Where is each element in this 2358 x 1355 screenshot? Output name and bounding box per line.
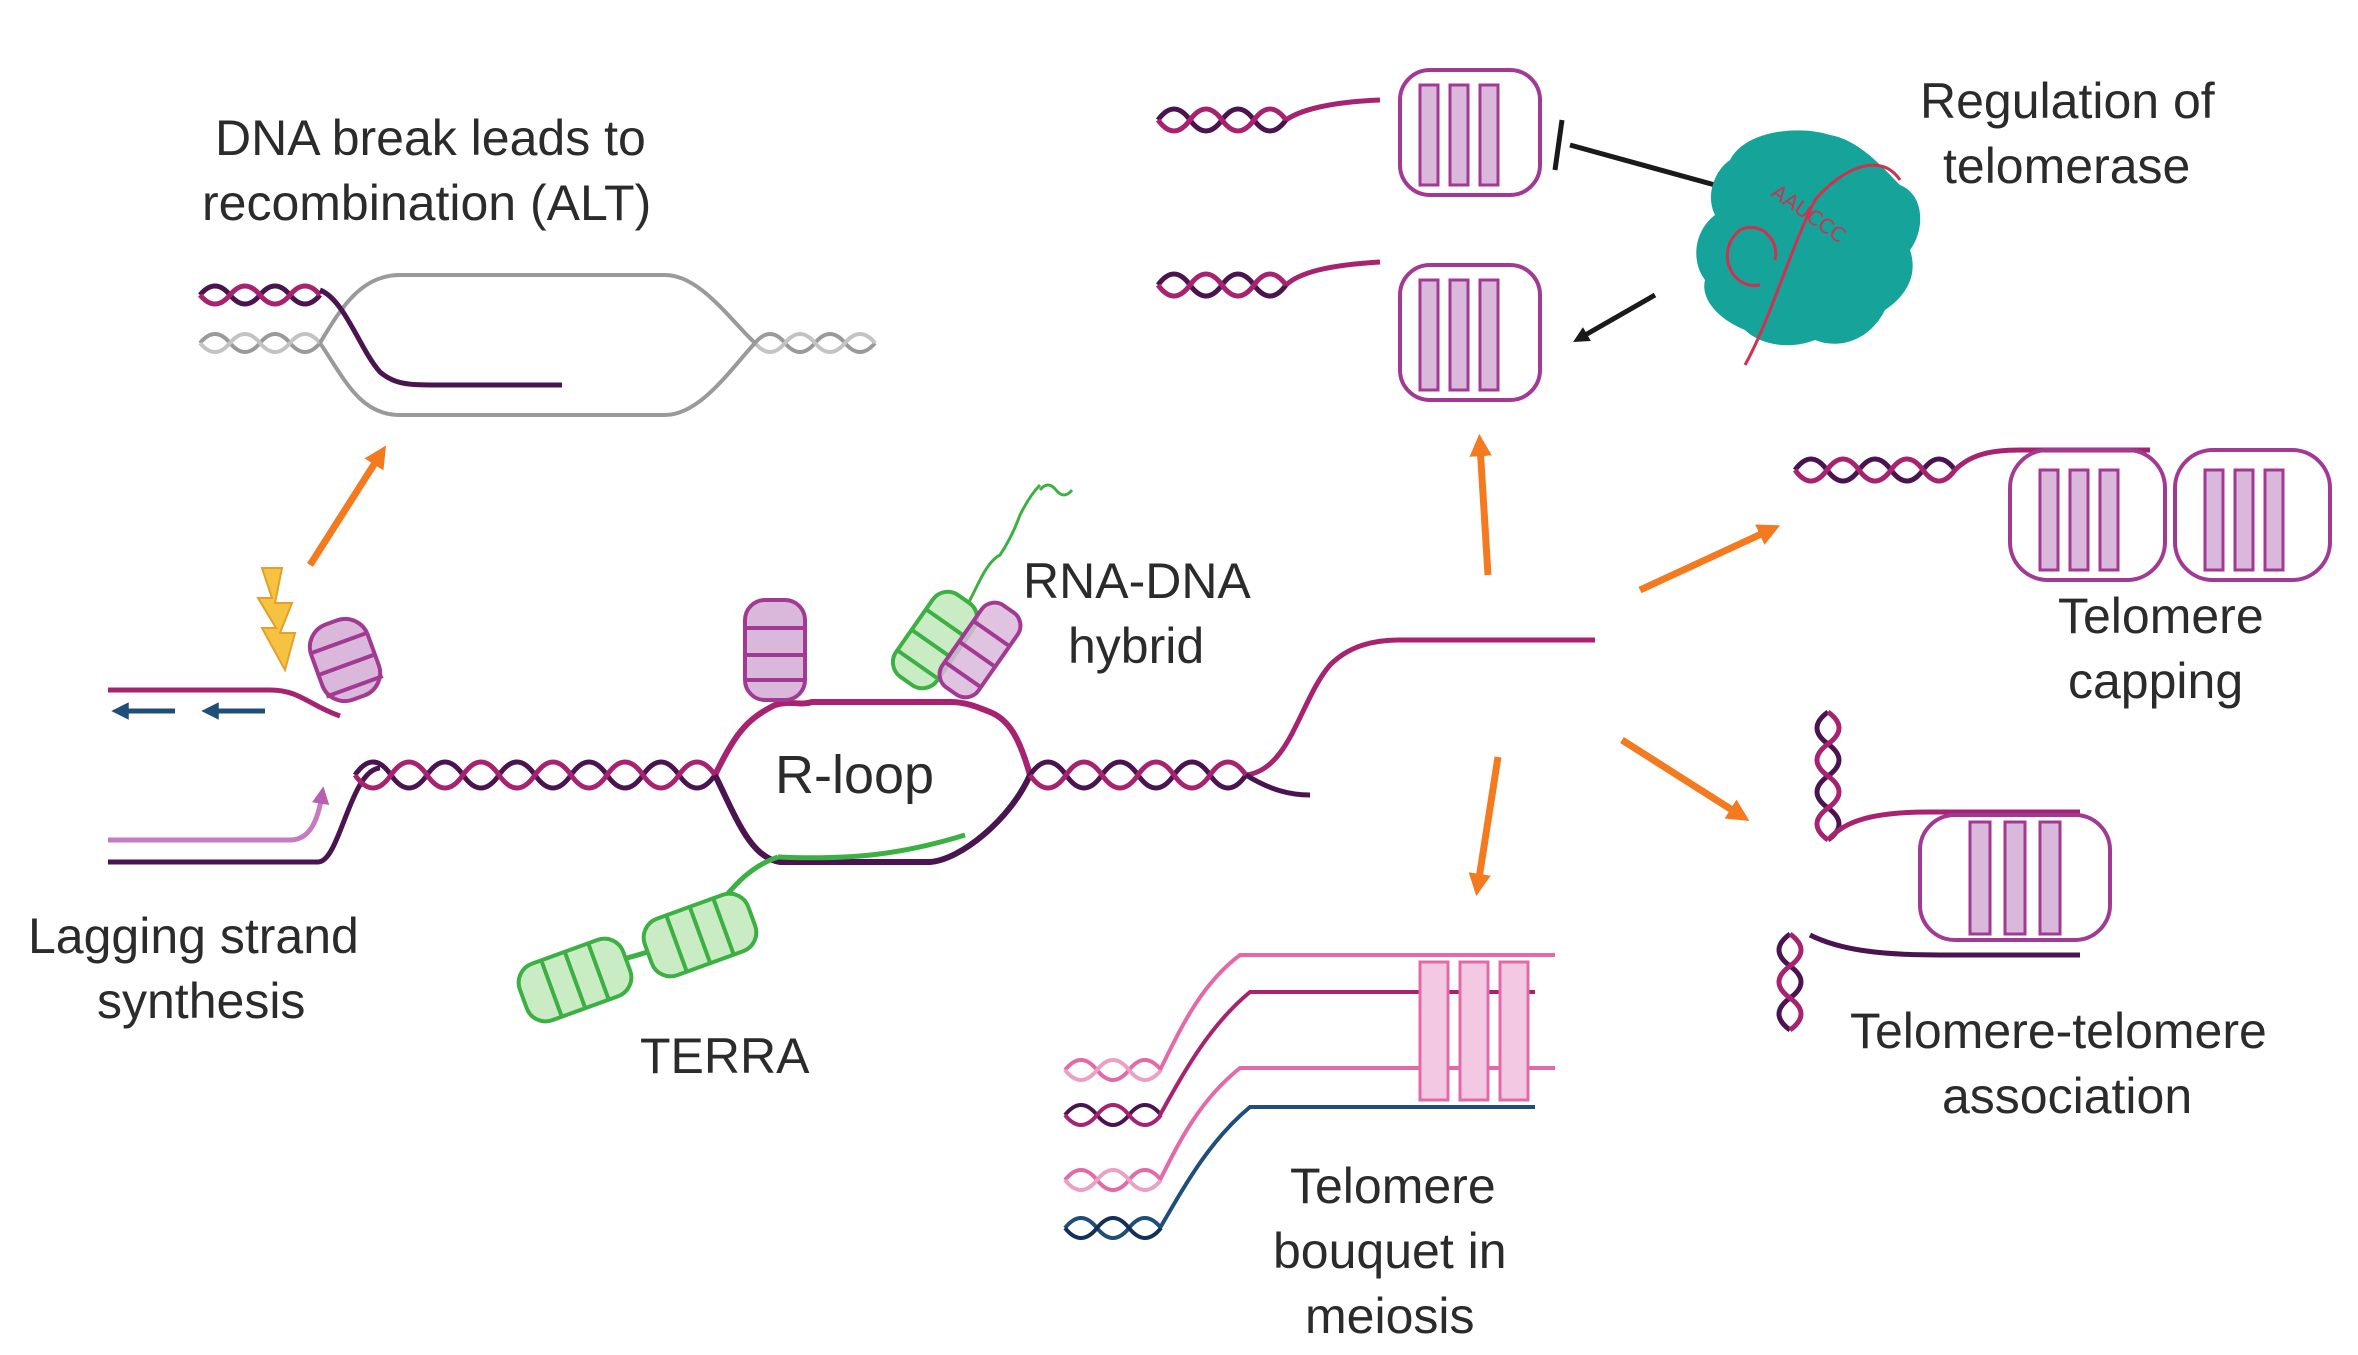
lagging-primer-strand (108, 786, 330, 843)
hybrid-label-2: hybrid (1068, 618, 1204, 674)
g4-rloop-displaced-strand (743, 598, 807, 702)
bouquet-label-3: meiosis (1305, 1288, 1474, 1344)
bouquet-helix-1b (1063, 1058, 1163, 1082)
assoc-upper-strand (1826, 809, 2080, 842)
alt-dloop-gray (318, 273, 758, 417)
g4-lagging-fork (307, 616, 384, 704)
c-strand-end (1244, 772, 1311, 798)
bouquet-g4 (1418, 960, 1530, 1102)
terra-label: TERRA (640, 1028, 810, 1084)
rloop-label: R-loop (775, 745, 934, 805)
regulation-label-1: Regulation of (1920, 73, 2215, 129)
telomerase-regulation: AAUCCC Regulation of telomerase (1155, 68, 2215, 402)
helix-right-strand-b (1027, 759, 1249, 791)
capping-helix-b (1792, 456, 1958, 484)
lagging-label-2: synthesis (97, 973, 305, 1029)
assoc-upper-helix-b (1814, 709, 1842, 843)
bouquet-helix-3a (1063, 1168, 1163, 1192)
telomerase-rna-strand (1725, 163, 1902, 366)
assoc-lower-strand (1808, 932, 2080, 958)
g-overhang-strand (1245, 637, 1595, 778)
rna-dna-hybrid-g4 (890, 483, 1074, 700)
bouquet-strand-4 (1158, 1105, 1535, 1230)
bouquet-helix-2a (1063, 1103, 1163, 1127)
bouquet-strand-2 (1158, 990, 1535, 1116)
alt-invading-strand (318, 287, 562, 388)
telomere-capping: Telomere capping (1792, 447, 2332, 709)
capping-overhang (1953, 447, 2150, 472)
orange-arrows (307, 433, 1781, 897)
alt-helix-gray-left-b (198, 332, 322, 354)
arrow-to-bouquet (1468, 756, 1502, 897)
bouquet-strand-1 (1158, 953, 1555, 1071)
bouquet-label-1: Telomere (1290, 1158, 1496, 1214)
arrow-to-alt (307, 445, 387, 567)
bouquet-helix-4a (1063, 1216, 1163, 1240)
assoc-g4 (1918, 813, 2112, 942)
bouquet-label-2: bouquet in (1273, 1223, 1507, 1279)
bouquet-strand-3 (1158, 1066, 1555, 1181)
activate-arrow (1573, 292, 1657, 342)
arrow-to-capping (1638, 524, 1781, 594)
reg-upper-helix-b (1155, 106, 1289, 134)
capping-g4-1 (2008, 448, 2167, 582)
lagging-label-1: Lagging strand (28, 908, 359, 964)
rloop-upper-strand (712, 699, 1033, 777)
terra-in-rloop (777, 832, 966, 861)
capping-label-2: capping (2068, 653, 2243, 709)
dna-break-lightning-icon (256, 567, 297, 673)
rloop-lower-strand (712, 773, 1033, 865)
upper-parental-strand (108, 687, 341, 719)
lower-template-strand (108, 765, 381, 865)
main-telomere-duplex (108, 637, 1595, 865)
hybrid-label-1: RNA-DNA (1023, 553, 1251, 609)
assoc-lower-helix-a (1776, 931, 1804, 1033)
capping-helix-a (1792, 456, 1958, 484)
inhibit-bar (1552, 119, 1565, 171)
alt-label-1: DNA break leads to (215, 110, 646, 166)
inhibit-line (1569, 142, 1716, 188)
bouquet-helix-1a (1063, 1058, 1163, 1082)
reg-lower-overhang (1284, 259, 1381, 287)
arrow-to-association (1620, 737, 1750, 822)
association-label-1: Telomere-telomere (1850, 1003, 2267, 1059)
reg-upper-g4 (1398, 68, 1542, 197)
alt-label-2: recombination (ALT) (202, 175, 651, 231)
bouquet-helix-4b (1063, 1216, 1163, 1240)
bouquet-helix-2b (1063, 1103, 1163, 1127)
bouquet-helix-3b (1063, 1168, 1163, 1192)
terra-g4-group (516, 854, 779, 1024)
telomere-association: Telomere-telomere association (1776, 709, 2267, 1124)
association-label-2: association (1942, 1068, 2192, 1124)
capping-label-1: Telomere (2058, 588, 2264, 644)
telomere-bouquet: Telomere bouquet in meiosis (1063, 953, 1555, 1344)
terra-wavy-tail (958, 483, 1074, 621)
reg-lower-helix-b (1155, 271, 1289, 299)
alt-recombination (198, 273, 877, 417)
reg-lower-g4 (1398, 263, 1542, 402)
assoc-lower-helix-b (1776, 931, 1804, 1033)
alt-helix-magenta-b (198, 283, 322, 307)
reg-upper-overhang (1284, 97, 1381, 123)
telomerase-enzyme-icon (1696, 130, 1921, 346)
helix-left-strand-b (352, 759, 718, 791)
regulation-label-2: telomerase (1943, 138, 2190, 194)
arrow-to-regulation (1469, 433, 1492, 576)
alt-helix-gray-right-b (753, 332, 877, 354)
capping-g4-2 (2173, 448, 2332, 582)
